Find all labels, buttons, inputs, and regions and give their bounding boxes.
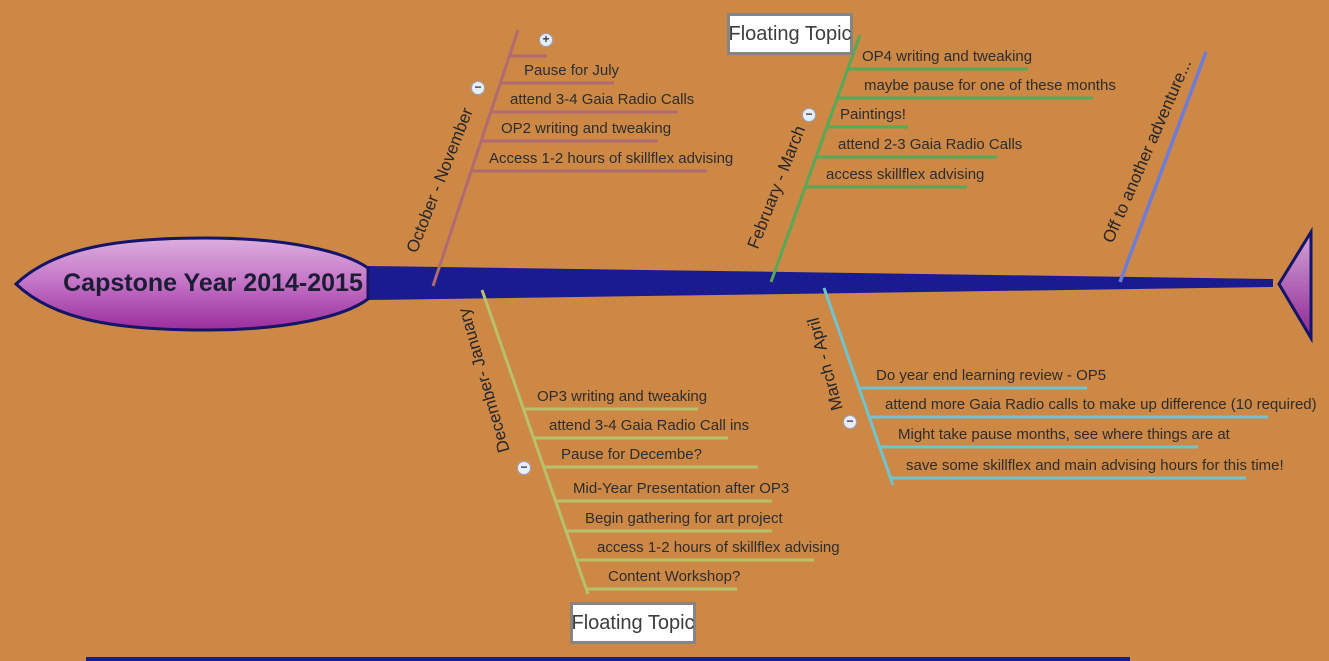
topic-item[interactable]: save some skillflex and main advising ho… [906, 457, 1284, 474]
topic-item[interactable]: Paintings! [840, 106, 906, 123]
topic-item[interactable]: Might take pause months, see where thing… [898, 426, 1230, 443]
central-topic-shape[interactable] [13, 236, 370, 332]
topic-item[interactable]: attend 3-4 Gaia Radio Calls [510, 91, 695, 108]
topic-item[interactable]: OP3 writing and tweaking [537, 388, 708, 405]
topic-item[interactable]: Pause for July [524, 62, 620, 79]
collapse-icon[interactable]: − [802, 108, 816, 122]
bottom-edge-spine [86, 657, 1130, 661]
topic-item[interactable]: access 1-2 hours of skillflex advising [597, 539, 840, 556]
topic-item[interactable]: Do year end learning review - OP5 [876, 367, 1107, 384]
branch-march-april-lines [822, 287, 1268, 486]
expand-icon[interactable]: + [539, 33, 553, 47]
branch-line-october-november [431, 29, 520, 287]
topic-item[interactable]: Begin gathering for art project [585, 510, 783, 527]
fish-tail-shape [1277, 226, 1313, 344]
floating-topic-top[interactable]: Floating Topic [727, 13, 853, 55]
branch-line-february-march [769, 34, 862, 283]
topic-item[interactable]: OP2 writing and tweaking [501, 120, 672, 137]
topic-item[interactable]: Access 1-2 hours of skillflex advising [489, 150, 734, 167]
branch-line-march-april [822, 287, 895, 486]
central-topic-title[interactable]: Capstone Year 2014-2015 [63, 269, 363, 297]
topic-item[interactable]: Pause for Decembe? [561, 446, 702, 463]
topic-item[interactable]: access skillflex advising [826, 166, 985, 183]
topic-item[interactable]: maybe pause for one of these months [864, 77, 1116, 94]
topic-item[interactable]: attend 2-3 Gaia Radio Calls [838, 136, 1023, 153]
collapse-icon[interactable]: − [471, 81, 485, 95]
floating-topic-bottom[interactable]: Floating Topic [570, 602, 696, 644]
branch-october-november-lines [431, 29, 707, 287]
collapse-icon[interactable]: − [843, 415, 857, 429]
topic-item[interactable]: OP4 writing and tweaking [862, 48, 1033, 65]
topic-item[interactable]: Content Workshop? [608, 568, 741, 585]
topic-item[interactable]: attend 3-4 Gaia Radio Call ins [549, 417, 750, 434]
topic-item[interactable]: attend more Gaia Radio calls to make up … [885, 396, 1317, 413]
branch-december-january-lines [480, 289, 814, 595]
branch-line-adventure [1118, 51, 1208, 283]
spine-line [368, 266, 1273, 300]
topic-item[interactable]: Mid-Year Presentation after OP3 [573, 480, 790, 497]
branch-line-december-january [480, 289, 590, 595]
collapse-icon[interactable]: − [517, 461, 531, 475]
branch-february-march-lines [769, 34, 1093, 283]
